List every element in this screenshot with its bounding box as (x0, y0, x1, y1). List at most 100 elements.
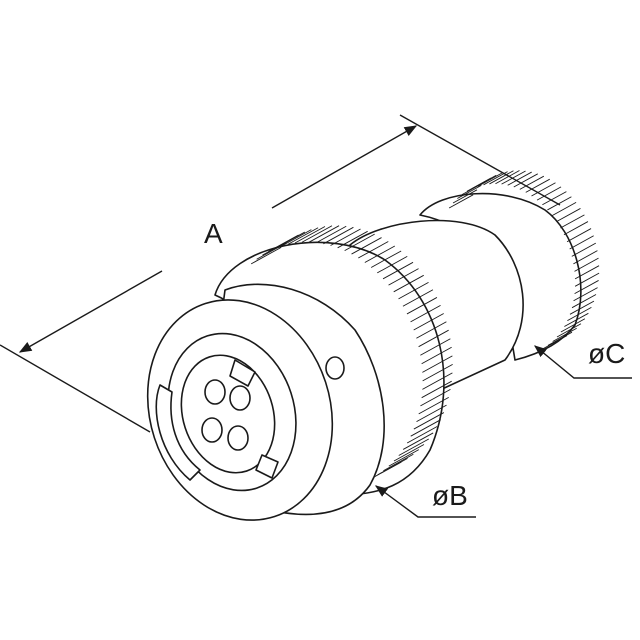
knurl-ridge (416, 404, 447, 422)
knurl-ridge (420, 388, 451, 407)
knurl-ridge (574, 265, 600, 280)
knurl-ridge (393, 274, 424, 293)
knurl-ridge (457, 184, 482, 199)
knurl-ridge (574, 280, 599, 295)
dimension-a-arrow-rear (271, 125, 418, 209)
knurl-ridge (393, 444, 425, 462)
knurl-ridge (418, 329, 449, 348)
knurl-ridge (421, 346, 452, 365)
knurl-ridge (301, 225, 333, 243)
knurl-ridge (287, 227, 319, 245)
knurl-ridge (413, 412, 445, 430)
dimension-b-leader (374, 485, 476, 518)
dimension-a-extension-front (0, 344, 151, 433)
knurl-ridge (358, 241, 389, 259)
knurl-ridge (377, 256, 408, 274)
dimension-a-extension-rear (399, 114, 561, 206)
knurl-ridge (507, 171, 532, 186)
knurl-ridge (418, 396, 449, 415)
dimension-a-arrow-front (18, 270, 163, 353)
knurl-ridge (371, 461, 402, 479)
knurl-ridge (525, 178, 550, 193)
knurl-ridge (388, 449, 420, 467)
knurl-ridge (542, 335, 568, 350)
knurl-ridge (574, 257, 599, 272)
knurl-ridge (370, 250, 402, 268)
knurl-ridge (402, 289, 434, 307)
knurl-ridge (472, 174, 497, 189)
contact-pin (229, 385, 251, 411)
knurl-ridge (477, 172, 503, 187)
knurl-ridge (250, 246, 282, 265)
knurl-ridge (274, 231, 306, 249)
knurl-ridge (337, 230, 368, 249)
middle-sleeve (349, 219, 524, 391)
knurl-ridge (556, 208, 581, 223)
knurl-ridge (563, 221, 589, 236)
knurl-ridge (281, 229, 312, 247)
knurl-ridge (531, 182, 556, 197)
knurl-ridge (388, 268, 419, 286)
knurl-ridge (422, 363, 453, 382)
knurl-ridge (344, 233, 375, 252)
knurl-ridge (406, 426, 438, 444)
knurl-ridge (547, 331, 573, 346)
knurl-ridge (351, 237, 382, 255)
locking-key (155, 384, 201, 481)
knurl-ridge (536, 186, 562, 201)
knurl-ridge (406, 297, 438, 315)
knurl-ridge (330, 228, 361, 246)
knurl-ridge (448, 194, 474, 209)
knurl-ridge (489, 170, 514, 185)
knurl-ridge (552, 327, 577, 342)
knurl-ridge (564, 312, 589, 327)
knurl-ridge (410, 419, 441, 437)
knurl-ridge (567, 307, 592, 321)
knurl-ridge (501, 170, 526, 185)
dimension-c-label: øC (588, 338, 626, 369)
knurl-ridge (542, 191, 567, 206)
knurl-ridge (569, 300, 595, 315)
contact-pin (201, 417, 223, 443)
knurl-ridge (495, 170, 520, 185)
knurl-ridge (422, 355, 453, 373)
knurl-ridge (323, 226, 354, 245)
knurl-ridge (571, 294, 597, 309)
knurl-ridge (556, 323, 582, 338)
knurl-ridge (573, 287, 598, 302)
socket-face (155, 332, 297, 492)
knurl-ridge (416, 321, 447, 339)
knurl-ridge (574, 272, 600, 287)
knurl-ridge (398, 281, 429, 300)
knurl-ridge (551, 201, 577, 216)
knurl-ridge (316, 225, 347, 244)
knurl-ridge (398, 438, 429, 456)
key-tab-bottom (255, 454, 279, 479)
knurl-ridge (547, 196, 572, 211)
knurl-ridge (571, 242, 597, 257)
knurl-ridge (421, 380, 452, 399)
knurl-ridge (308, 225, 340, 243)
knurl-ridge (413, 313, 444, 331)
knurl-ridge (382, 261, 414, 280)
knurl-ridge (560, 214, 585, 229)
knurl-ridge (566, 228, 592, 243)
knurl-ridge (294, 226, 326, 244)
knurl-ridge (569, 235, 594, 250)
dimension-c-leader (534, 345, 632, 379)
knurl-ridge (573, 250, 598, 265)
key-tab-top (229, 359, 256, 387)
knurl-ridge (383, 453, 414, 472)
dimension-b-label: øB (432, 480, 468, 511)
detent-hole (325, 356, 345, 380)
knurl-ridge (364, 245, 396, 263)
knurl-ridge (420, 338, 451, 356)
dimension-a-label: A (204, 218, 223, 249)
contact-pin (204, 379, 226, 405)
knurl-ridge (422, 372, 453, 390)
knurl-ridge (452, 189, 478, 204)
knurl-ridge (519, 175, 545, 190)
knurl-ridge (402, 432, 434, 450)
knurl-ridge (410, 304, 441, 323)
